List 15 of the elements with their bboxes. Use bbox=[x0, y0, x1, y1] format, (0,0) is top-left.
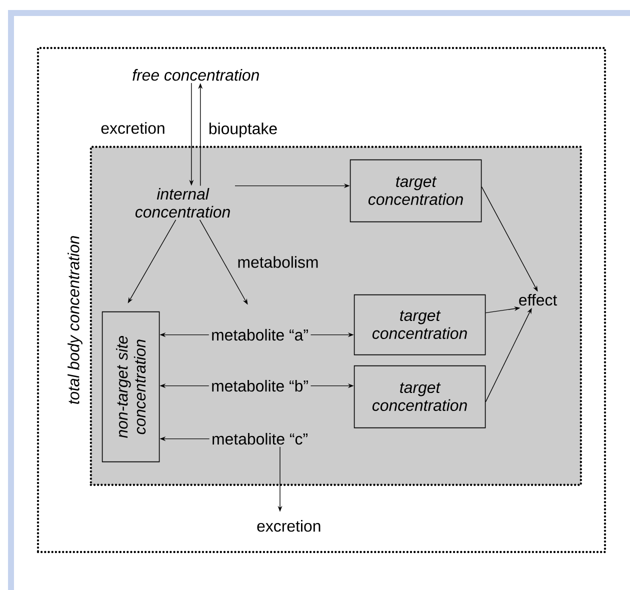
text-label: effect bbox=[519, 294, 558, 306]
site-box: non-target site concentration bbox=[102, 311, 160, 462]
edge-label: metabolism bbox=[238, 256, 318, 268]
edge-label: biouptake bbox=[209, 122, 277, 138]
target-box: target concentration bbox=[354, 294, 486, 356]
edge-label: excretion bbox=[101, 122, 164, 134]
text-label: excretion bbox=[257, 520, 320, 532]
target-box: target concentration bbox=[350, 159, 482, 222]
text-label: internal concentration bbox=[135, 188, 230, 218]
text-label: metabolite “b” bbox=[212, 380, 308, 392]
text-label: metabolite “a” bbox=[212, 328, 308, 341]
target-box: target concentration bbox=[354, 365, 486, 428]
text-label: free concentration bbox=[132, 69, 259, 81]
text-label: metabolite “c” bbox=[212, 432, 308, 445]
shaded-box bbox=[90, 146, 582, 486]
